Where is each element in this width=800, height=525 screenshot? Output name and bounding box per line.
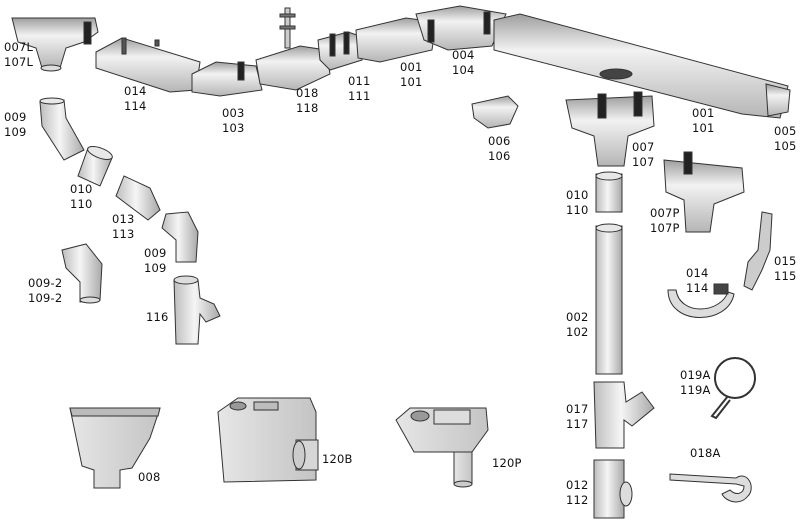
socket-010b: [595, 171, 623, 213]
gully-120B: [217, 397, 319, 483]
end-cap-005: [765, 83, 791, 117]
elbow-009-2: [61, 243, 103, 304]
elbow-009: [39, 97, 85, 161]
inspection-012: [593, 459, 633, 519]
part-label: 008: [138, 470, 161, 484]
part-label: 018A: [690, 446, 721, 460]
downpipe-002: [595, 223, 623, 375]
corner-004: [415, 5, 507, 51]
branch-017: [593, 381, 655, 449]
bracket-015: [743, 211, 773, 291]
branch-116: [173, 275, 221, 345]
part-label: 120B: [322, 452, 353, 466]
gutter-section-014: [95, 37, 201, 93]
end-cap-006: [471, 95, 519, 129]
gutter-outlet-007L: [11, 17, 99, 72]
elbow-009b: [161, 211, 199, 263]
outlet-007: [565, 91, 655, 167]
gutter-018: [255, 7, 331, 91]
socket-010: [77, 146, 113, 187]
pipe-013: [115, 175, 161, 221]
gutter-001-right: [493, 13, 789, 119]
gutter-001-left: [355, 17, 437, 63]
bracket-014: [667, 283, 735, 318]
connector-011: [317, 31, 363, 71]
hanger-018A: [669, 473, 752, 503]
part-label: 116: [146, 310, 169, 324]
outlet-007P: [663, 151, 745, 233]
hopper-008: [69, 407, 161, 489]
corner-003: [191, 61, 263, 97]
gully-120P: [395, 407, 489, 488]
part-label: 120P: [492, 456, 522, 470]
clip-019A: [710, 357, 756, 420]
